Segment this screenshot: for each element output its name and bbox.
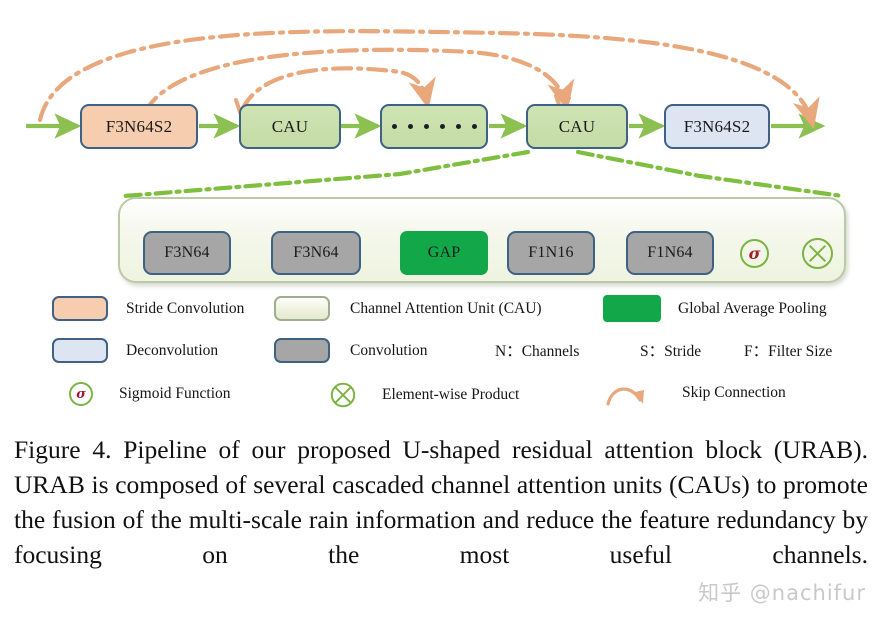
pipeline-node-ellipsis[interactable] [380,104,488,149]
pipeline-node-label: CAU [558,116,596,136]
stride-convolution-swatch [52,296,108,321]
pipeline-node-label: CAU [271,116,309,136]
channel-attention-unit-swatch [274,296,330,321]
legend-item-deconvolution: Deconvolution [52,338,218,363]
convolution-swatch [274,338,330,363]
figure-caption: Figure 4. Pipeline of our proposed U-sha… [14,432,868,607]
legend-item-s-stride: S：Stride [640,339,701,361]
cau-detail-node-label: F1N16 [528,244,574,261]
cau-detail-node-gap[interactable]: GAP [400,231,488,275]
legend-label: Skip Connection [682,384,786,401]
cau-expansion-connectors [121,149,845,199]
legend-label: Global Average Pooling [678,299,827,317]
legend-label: F：Filter Size [744,343,833,360]
legend-label: Deconvolution [126,341,219,359]
legend-item-element-wise-product: Element-wise Product [330,382,519,408]
legend-label: S：Stride [640,343,702,360]
legend-item-n-channels: N：Channels [495,339,579,361]
legend-label: N：Channels [495,343,580,360]
legend-item-skip-connection: Skip Connection [604,380,786,406]
legend-label: Stride Convolution [126,299,245,317]
cau-detail-node-label: GAP [427,244,461,261]
sigmoid-circle-icon: σ [69,382,93,406]
pipeline-node-deconv[interactable]: F3N64S2 [664,104,770,149]
pipeline-node-stride-conv[interactable]: F3N64S2 [80,104,198,149]
element-wise-product-icon[interactable] [802,238,833,269]
legend-row-3: σ Sigmoid Function Element-wise Product [52,382,852,412]
pipeline-node-cau-2[interactable]: CAU [526,104,628,149]
legend-row-1: Stride Convolution Channel Attention Uni… [52,295,852,326]
pipeline-node-label: F3N64S2 [105,116,173,136]
deconvolution-swatch [52,338,108,363]
watermark: 知乎 @nachifur [698,581,866,605]
legend-item-f-filter-size: F：Filter Size [744,339,832,361]
cau-detail-node-conv-2[interactable]: F3N64 [271,231,361,275]
skip-connection-icon [604,380,650,406]
element-wise-product-icon [330,382,356,408]
legend-item-convolution: Convolution [274,338,428,363]
legend-label: Element-wise Product [382,386,520,403]
sigmoid-function-icon[interactable]: σ [740,239,769,268]
legend-item-sigmoid-function: σ Sigmoid Function [69,382,231,406]
sigma-glyph: σ [748,243,761,263]
cross-glyph [808,244,827,263]
cau-detail-node-label: F3N64 [293,244,339,261]
global-average-pooling-swatch [603,295,661,322]
cau-detail-node-label: F3N64 [164,244,210,261]
legend-item-global-average-pooling: Global Average Pooling [603,295,827,322]
cau-detail-node-label: F1N64 [647,244,693,261]
legend-row-2: Deconvolution Convolution N：Channels S：S… [52,338,852,368]
cau-detail-node-conv-1[interactable]: F3N64 [143,231,231,275]
legend-label: Channel Attention Unit (CAU) [350,299,542,317]
cau-detail-node-conv-3[interactable]: F1N16 [507,231,595,275]
legend: Stride Convolution Channel Attention Uni… [52,295,852,420]
sigma-glyph: σ [76,386,86,402]
figure-caption-text: Figure 4. Pipeline of our proposed U-sha… [14,435,868,569]
cau-detail-node-conv-4[interactable]: F1N64 [626,231,714,275]
pipeline-node-label: F3N64S2 [683,116,751,136]
ellipsis-dots-icon [391,124,477,129]
legend-item-channel-attention-unit: Channel Attention Unit (CAU) [274,296,542,321]
pipeline-node-cau-1[interactable]: CAU [239,104,341,149]
legend-item-stride-convolution: Stride Convolution [52,296,244,321]
legend-label: Sigmoid Function [119,385,231,402]
legend-label: Convolution [350,341,428,359]
